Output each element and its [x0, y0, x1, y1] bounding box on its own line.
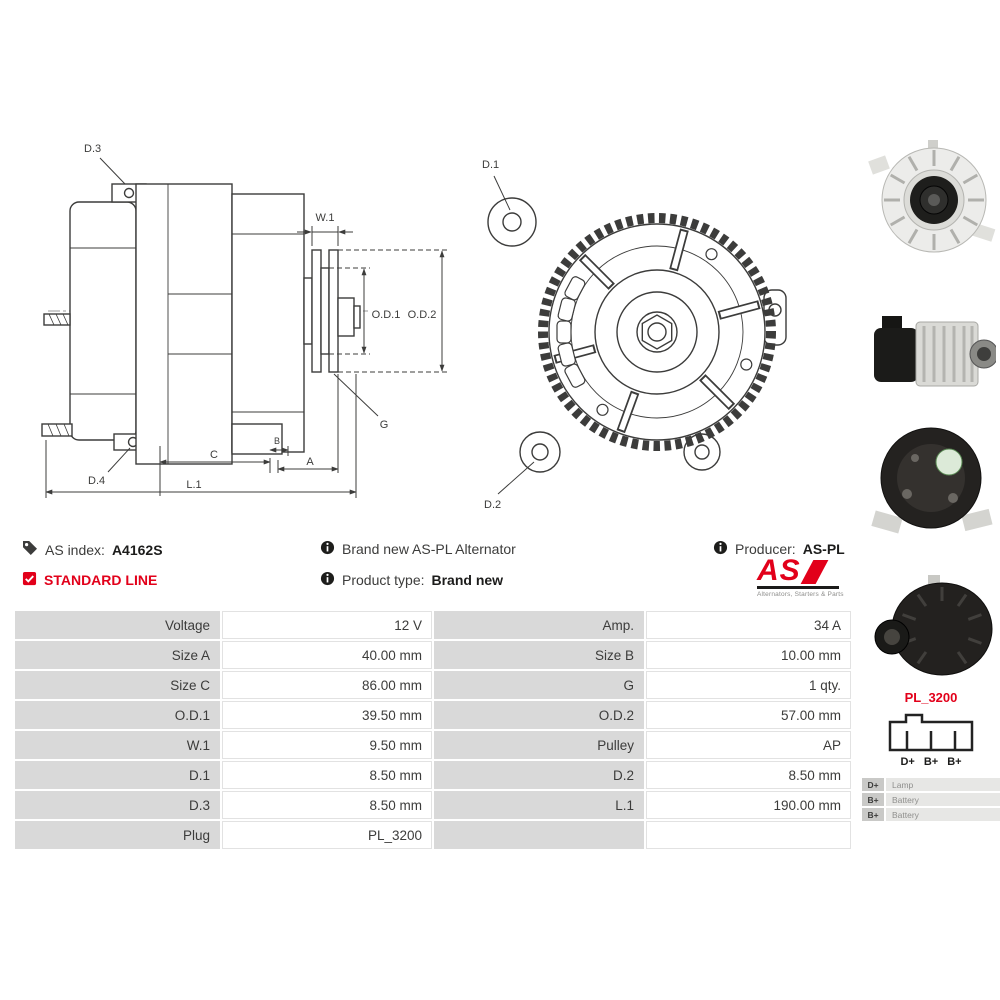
plug-pin-row: D+ Lamp	[862, 778, 1000, 791]
spec-value	[646, 821, 851, 849]
terminal-label: D+	[900, 756, 915, 768]
checkbox-checked-icon	[22, 571, 37, 589]
standard-line-label: STANDARD LINE	[44, 572, 158, 588]
spec-label: Size A	[15, 641, 220, 669]
front-leaders	[493, 175, 535, 495]
info-icon	[713, 540, 728, 558]
plug-pin-row: B+ Battery	[862, 793, 1000, 806]
dim-label-w1: W.1	[316, 212, 335, 224]
spec-label: D.2	[434, 761, 644, 789]
dim-label-l1: L.1	[186, 479, 201, 491]
terminal-label: B+	[923, 756, 939, 768]
plug-pin-row: B+ Battery	[862, 808, 1000, 821]
as-logo-text: AS	[757, 554, 801, 587]
spec-value: 8.50 mm	[222, 761, 432, 789]
spec-value: 39.50 mm	[222, 701, 432, 729]
face-bolt-holes	[596, 248, 753, 416]
spec-value: AP	[646, 731, 851, 759]
spec-label: Size C	[15, 671, 220, 699]
dim-label-d3: D.3	[84, 143, 101, 155]
pin-name: B+	[862, 793, 884, 806]
info-icon	[320, 571, 335, 589]
alternator-side-body	[41, 183, 361, 465]
spec-table: Voltage 12 V Amp. 34 A Size A 40.00 mm S…	[15, 611, 851, 849]
product-type-value: Brand new	[431, 572, 504, 588]
front-view-drawing: D.1 D.2	[482, 159, 787, 511]
dim-label-d1: D.1	[482, 159, 499, 171]
plug-terminals: D+ B+ B+	[862, 756, 1000, 768]
pin-description: Battery	[886, 808, 1000, 821]
product-photo-angled	[874, 575, 993, 676]
spec-label: L.1	[434, 791, 644, 819]
spec-label: G	[434, 671, 644, 699]
as-logo-slash	[800, 559, 829, 584]
spec-label: D.1	[15, 761, 220, 789]
spec-value: 9.50 mm	[222, 731, 432, 759]
pin-name: B+	[862, 808, 884, 821]
dim-label-c: C	[210, 449, 218, 461]
as-index-label: AS index:	[45, 541, 105, 558]
pin-name: D+	[862, 778, 884, 791]
dim-label-a: A	[306, 456, 314, 468]
as-logo-tagline: Alternators, Starters & Parts	[757, 590, 844, 598]
info-icon	[320, 540, 335, 558]
vent-slots	[556, 276, 586, 388]
spec-label	[434, 821, 644, 849]
spec-value: 8.50 mm	[646, 761, 851, 789]
dim-label-od1: O.D.1	[372, 309, 401, 321]
plug-section: PL_3200 D+ B+ B+ D+ Lamp B+ Battery B+ B…	[862, 690, 1000, 821]
tag-icon	[22, 540, 38, 559]
spec-value: 10.00 mm	[646, 641, 851, 669]
pin-description: Battery	[886, 793, 1000, 806]
alternator-front-body	[487, 197, 787, 473]
spec-label: Plug	[15, 821, 220, 849]
spec-label: D.3	[15, 791, 220, 819]
plug-pin-table: D+ Lamp B+ Battery B+ Battery	[862, 778, 1000, 821]
side-view-drawing: D.3 D.4 W.1 O.D.1 O.D.2 G C B A L.1	[41, 143, 448, 498]
product-photo-side	[874, 316, 996, 387]
spec-label: O.D.2	[434, 701, 644, 729]
side-dimension-lines	[45, 157, 448, 498]
dim-label-od2: O.D.2	[408, 309, 437, 321]
producer-label: Producer:	[735, 541, 796, 557]
spec-value: 12 V	[222, 611, 432, 639]
plug-connector-diagram	[888, 713, 974, 752]
dim-label-d4: D.4	[88, 475, 105, 487]
spec-value: 86.00 mm	[222, 671, 432, 699]
fan-spokes	[553, 228, 761, 434]
shaft-nut	[641, 314, 673, 350]
producer-value: AS-PL	[802, 541, 845, 557]
spec-value: 8.50 mm	[222, 791, 432, 819]
spec-value: 57.00 mm	[646, 701, 851, 729]
product-type: Product type: Brand new	[320, 571, 503, 589]
spec-label: W.1	[15, 731, 220, 759]
pin-description: Lamp	[886, 778, 1000, 791]
spec-value: 1 qty.	[646, 671, 851, 699]
as-index: AS index: A4162S	[22, 540, 163, 559]
plug-name: PL_3200	[904, 690, 958, 705]
producer: Producer: AS-PL	[713, 540, 845, 558]
as-logo-bar	[757, 585, 839, 589]
spec-value: 40.00 mm	[222, 641, 432, 669]
dim-label-d2: D.2	[484, 499, 501, 511]
spec-label: Voltage	[15, 611, 220, 639]
spec-value: 190.00 mm	[646, 791, 851, 819]
spec-label: Size B	[434, 641, 644, 669]
brand-new-text: Brand new AS-PL Alternator	[342, 541, 516, 557]
dim-label-g: G	[380, 419, 389, 431]
as-index-value: A4162S	[111, 541, 163, 558]
dim-label-b: B	[274, 436, 280, 446]
product-photo-front	[868, 140, 996, 253]
spec-label: O.D.1	[15, 701, 220, 729]
spec-label: Pulley	[434, 731, 644, 759]
standard-line-badge: STANDARD LINE	[22, 571, 157, 589]
terminal-label: B+	[947, 756, 962, 768]
spec-value: 34 A	[646, 611, 851, 639]
brand-new-note: Brand new AS-PL Alternator	[320, 540, 516, 558]
spec-label: Amp.	[434, 611, 644, 639]
as-pl-logo: AS Alternators, Starters & Parts	[757, 554, 847, 598]
product-type-label: Product type:	[342, 572, 425, 588]
product-photo-rear	[871, 427, 993, 534]
spec-value: PL_3200	[222, 821, 432, 849]
